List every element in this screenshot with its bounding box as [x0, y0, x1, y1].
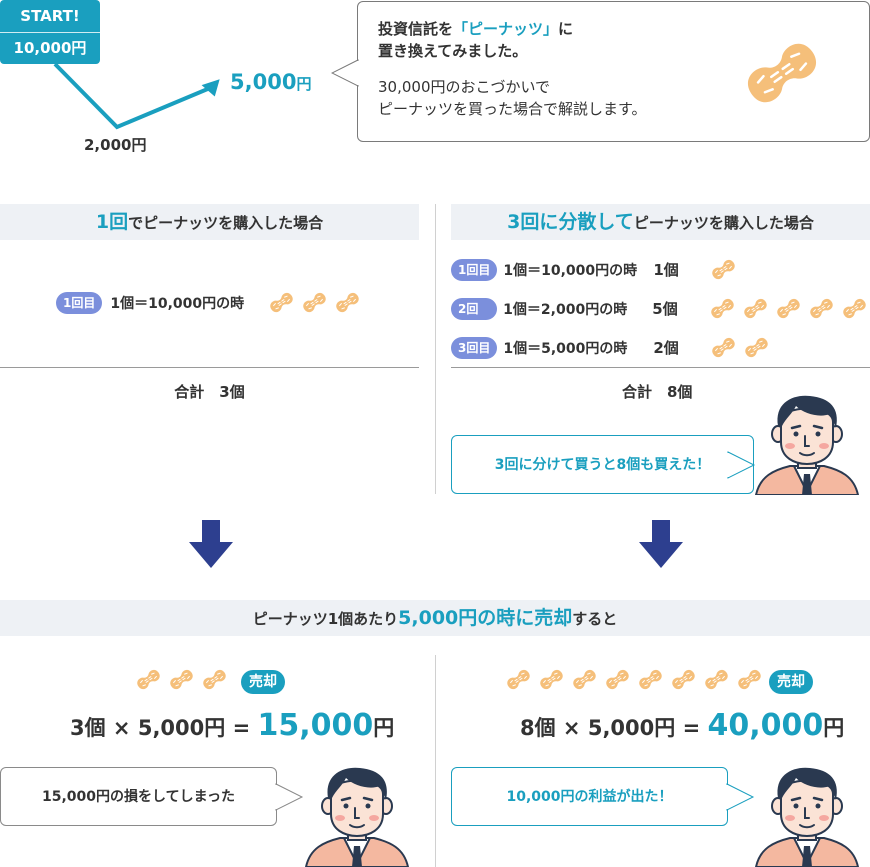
sell-badge-left: 売却 [241, 670, 285, 694]
left-purchase-row: 1回目 1個＝10,000円の時 [56, 292, 244, 314]
down-arrow-right-icon [639, 520, 683, 568]
sell-badge-right: 売却 [769, 670, 813, 694]
right-total: 合計 8個 [622, 383, 693, 401]
start-label: START! [0, 0, 100, 33]
result-right-formula: 8個 × 5,000円 = 40,000円 [520, 708, 844, 743]
peanut-icon [540, 669, 563, 690]
end-price-number: 5,000 [230, 70, 297, 94]
sell-header-c: すると [572, 610, 618, 628]
right-row-text: 1個＝10,000円の時 [503, 262, 638, 279]
peanut-icon [573, 669, 596, 690]
left-header-text: でピーナッツを購入した場合 [128, 214, 324, 232]
peanut-icon [711, 298, 734, 319]
peanut-icon [745, 337, 769, 358]
left-total: 合計 3個 [174, 383, 245, 401]
sell-header-highlight: 5,000円の時に売却 [398, 607, 573, 629]
round-badge: 1回目 [56, 292, 103, 314]
result-left-unit: 円 [373, 716, 395, 740]
left-peanut-group [266, 287, 363, 318]
sell-header-a: ピーナッツ1個あたり [252, 610, 399, 628]
result-right-speech: 10,000円の利益が出た！ [451, 767, 728, 826]
left-panel-header: 1回でピーナッツを購入した場合 [0, 204, 419, 240]
start-value: 10,000円 [13, 39, 87, 57]
intro-bubble-tail [331, 59, 359, 87]
right-speech-bubble: 3回に分けて買うと8個も買えた！ [451, 435, 754, 494]
peanut-large-icon [747, 43, 817, 103]
intro-line1-c: に [558, 20, 574, 38]
peanut-icon [777, 298, 800, 319]
round-badge: 1回目 [451, 258, 498, 281]
result-left-speech: 15,000円の損をしてしまった [0, 767, 277, 826]
man-sad-icon [304, 767, 409, 867]
right-bubble-tail [727, 451, 756, 479]
right-row-text: 1個＝2,000円の時 [503, 301, 628, 318]
peanut-icon [170, 669, 193, 690]
right-row-peanuts [707, 293, 870, 324]
result-right-peanuts [503, 664, 765, 695]
right-row-count: 1個 [653, 261, 679, 279]
right-row-count: 5個 [652, 300, 678, 318]
right-header-text: ピーナッツを購入した場合 [633, 214, 814, 232]
peanut-icon [738, 669, 761, 690]
peanut-icon [639, 669, 662, 690]
left-divider [0, 367, 419, 368]
sell-header: ピーナッツ1個あたり5,000円の時に売却すると [0, 600, 870, 636]
end-price-label: 5,000円 [230, 70, 311, 94]
right-header-highlight: 3回に分散して [507, 211, 634, 233]
peanut-icon [672, 669, 695, 690]
intro-text: 投資信託を「ピーナッツ」に 置き換えてみました。 30,000円のおこづかいで … [378, 18, 718, 120]
price-line-graph [53, 62, 220, 130]
round-badge: 3回目 [451, 336, 498, 359]
peanut-icon [606, 669, 629, 690]
price-arrow-head [201, 79, 220, 97]
result-left-bubble-tail [275, 783, 304, 811]
intro-line2: 置き換えてみました。 [378, 42, 528, 60]
right-purchase-row: 1回目 1個＝10,000円の時 1個 [451, 254, 739, 285]
result-right-total: 40,000 [707, 708, 824, 743]
right-row-text: 1個＝5,000円の時 [503, 340, 628, 357]
right-panel-header: 3回に分散してピーナッツを購入した場合 [451, 204, 870, 240]
start-badge: START! 10,000円 [0, 0, 100, 64]
peanut-icon [137, 669, 160, 690]
down-arrow-left-icon [189, 520, 233, 568]
result-vertical-divider [435, 655, 436, 867]
intro-peanuts-highlight: 「ピーナッツ」 [453, 20, 559, 38]
peanut-icon [705, 669, 728, 690]
right-purchase-row: 2回目 1個＝2,000円の時 5個 [451, 293, 870, 338]
peanut-icon [810, 298, 833, 319]
result-left-total: 15,000 [257, 708, 374, 743]
result-right-bubble-tail [726, 783, 755, 811]
price-line [53, 62, 211, 130]
result-right-formula-a: 8個 × 5,000円 = [520, 716, 708, 740]
result-left-formula: 3個 × 5,000円 = 15,000円 [70, 708, 394, 743]
intro-line3: 30,000円のおこづかいで [378, 78, 551, 96]
result-right-unit: 円 [823, 716, 845, 740]
left-row-text: 1個＝10,000円の時 [110, 296, 245, 312]
peanut-icon [336, 292, 359, 313]
man-happy-icon [754, 767, 859, 867]
right-row-peanuts [708, 332, 772, 363]
panel-vertical-divider [435, 204, 436, 494]
intro-line4: ピーナッツを買った場合で解説します。 [378, 100, 647, 118]
peanut-icon [507, 669, 530, 690]
low-price-label: 2,000円 [84, 136, 147, 154]
intro-line1-a: 投資信託を [378, 20, 454, 38]
right-purchase-row: 3回目 1個＝5,000円の時 2個 [451, 332, 772, 363]
result-left-peanuts [133, 664, 230, 695]
left-header-highlight: 1回 [95, 211, 129, 233]
man-happy-icon [754, 395, 859, 495]
peanut-icon [303, 292, 326, 313]
end-price-unit: 円 [296, 75, 312, 93]
peanut-icon [270, 292, 293, 313]
peanut-icon [843, 298, 866, 319]
right-divider [451, 367, 870, 368]
peanut-icon [744, 298, 767, 319]
peanut-icon [712, 337, 736, 358]
right-row-count: 2個 [653, 339, 679, 357]
right-row-peanuts [708, 254, 739, 285]
round-badge: 2回目 [451, 297, 498, 338]
result-left-formula-a: 3個 × 5,000円 = [70, 716, 258, 740]
peanut-icon [203, 669, 226, 690]
peanut-icon [712, 259, 736, 280]
